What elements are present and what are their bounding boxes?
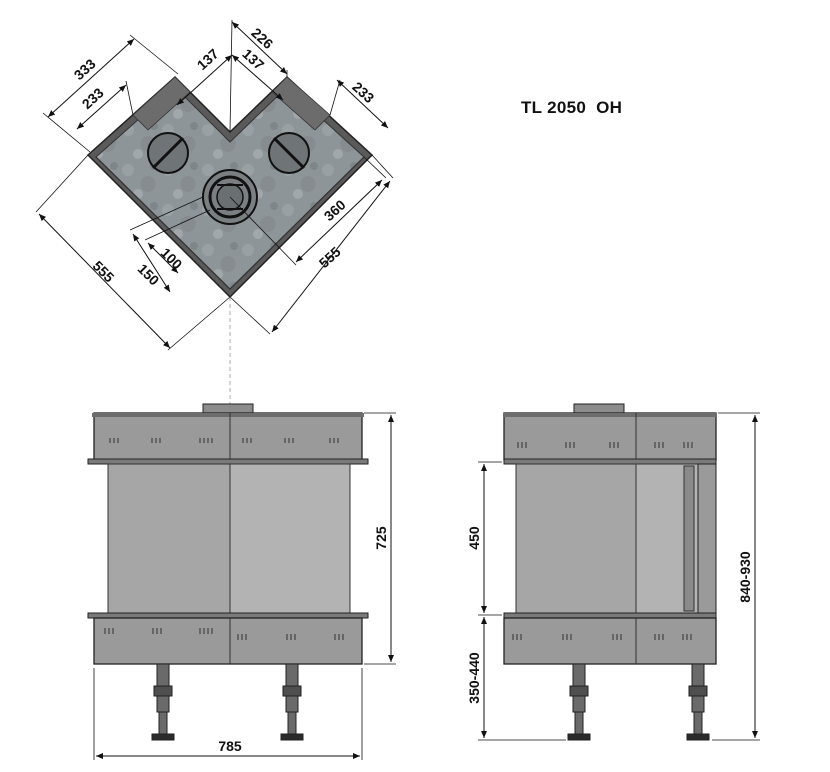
side-glass: [515, 463, 637, 614]
top-view: 333 233 226 137 137 233 360 555 555 100 …: [35, 19, 394, 405]
right-duct-icon: [268, 132, 310, 174]
left-duct-icon: [147, 132, 189, 174]
front-leg-right: [280, 663, 304, 741]
model-title: TL 2050 OH: [521, 98, 623, 117]
dim-center-left: 137: [194, 45, 222, 73]
dim-flue-outer: 150: [135, 261, 163, 289]
front-view: 785 725: [87, 403, 396, 760]
dim-left-outer-bottom: 555: [90, 258, 118, 286]
dim-right-outer: 555: [316, 243, 344, 271]
side-leg-left: [567, 663, 591, 741]
side-view: 450 350-440 840-930: [466, 403, 760, 741]
side-total-height-dim: 840-930: [737, 551, 753, 603]
front-height-dim: 725: [373, 526, 389, 550]
front-width-dim: 785: [218, 738, 242, 754]
front-leg-left: [151, 663, 175, 741]
side-leg-right: [686, 663, 710, 741]
side-leg-height-dim: 350-440: [466, 652, 482, 704]
dim-right-inner: 233: [349, 79, 377, 107]
top-view-dimensions: [35, 19, 394, 405]
dim-left-inner: 233: [79, 84, 107, 112]
dim-left-outer: 333: [71, 55, 99, 83]
side-glass-height-dim: 450: [466, 526, 482, 550]
front-glass-left: [107, 463, 231, 614]
front-glass-right: [229, 463, 351, 614]
